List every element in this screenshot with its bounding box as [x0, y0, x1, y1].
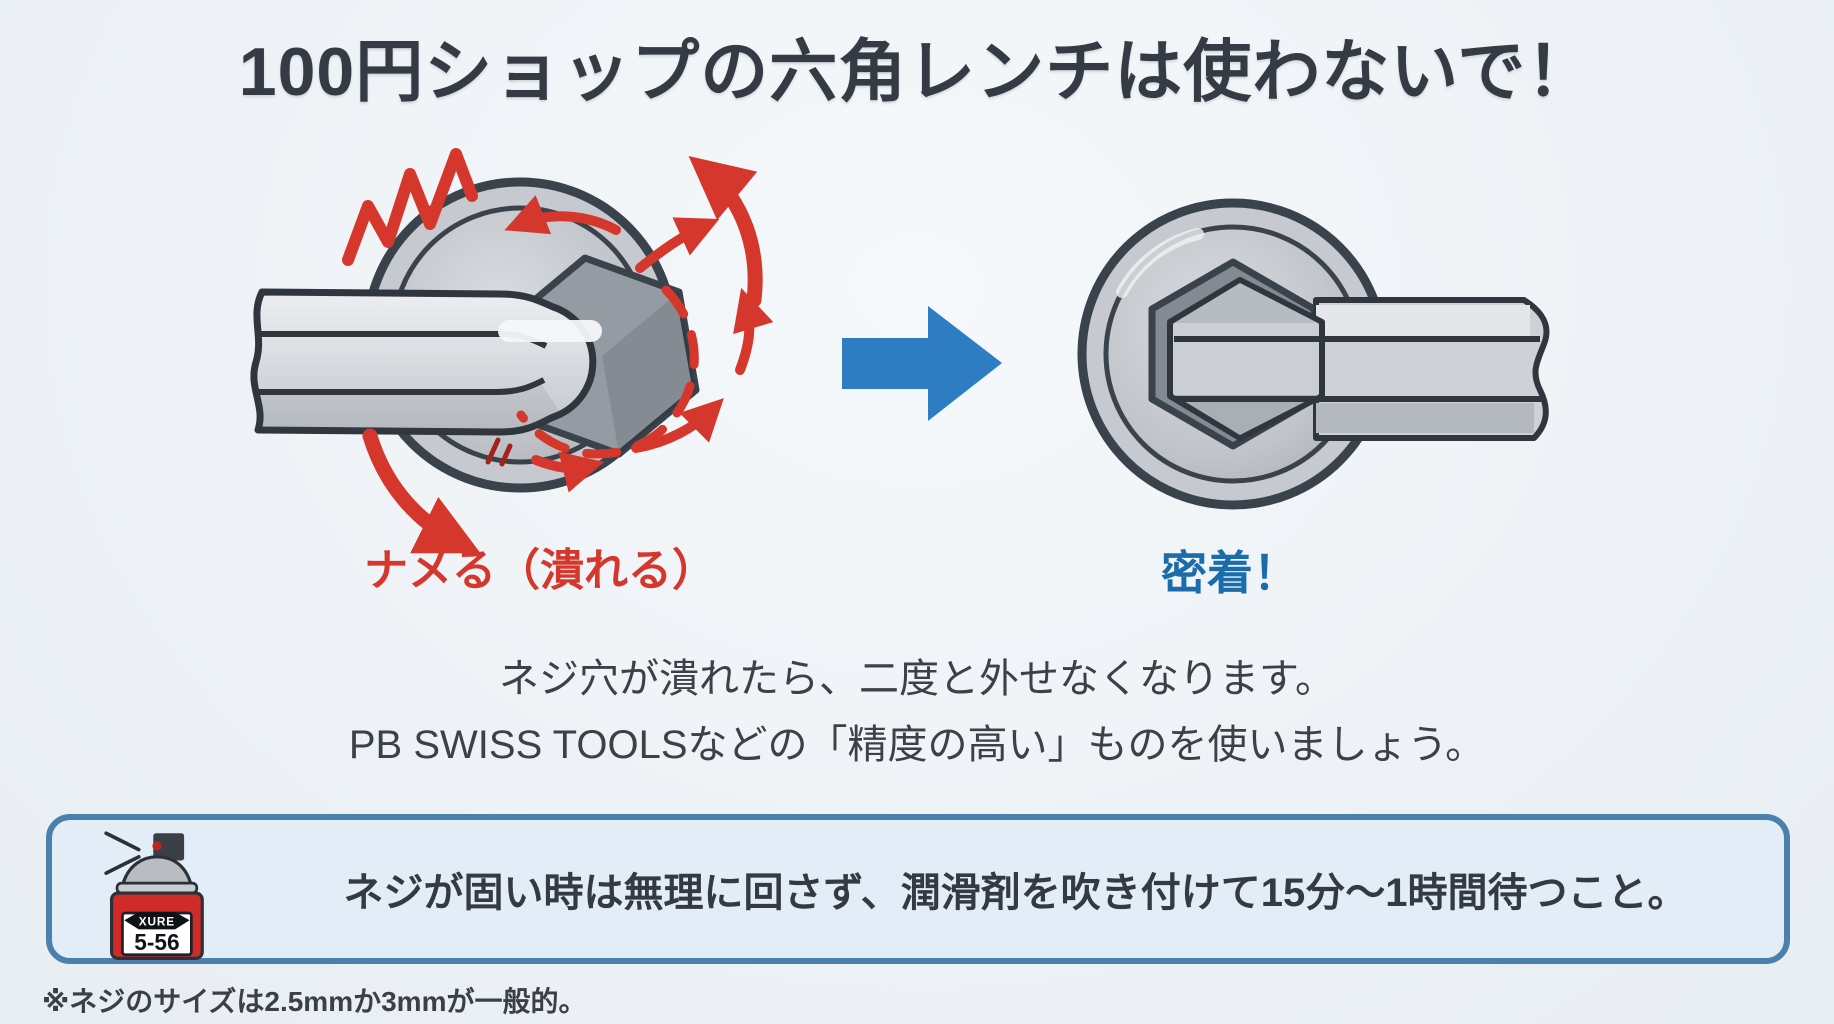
page-title: 100円ショップの六角レンチは使わないで！: [238, 34, 1596, 110]
impact-zigzag-icon: [342, 148, 478, 266]
big-arrow-down-icon: [362, 428, 481, 554]
tip-text: ネジが固い時は無理に回さず、潤滑剤を吹き付けて15分〜1時間待つこと。: [343, 871, 1688, 915]
transform-arrow-icon: [842, 306, 1002, 421]
spray-product-text: 5-56: [134, 929, 179, 955]
allen-wrench-right: [1167, 277, 1550, 441]
allen-wrench-left: [250, 288, 602, 436]
caption-stripped: ナメる（潰れる）: [364, 546, 716, 595]
wrench-highlight: [498, 320, 602, 342]
can-dome: [120, 855, 194, 888]
tip-box: XURE 5-56 ネジが固い時は無理に回さず、潤滑剤を吹き付けて15分〜1時間…: [46, 814, 1790, 964]
lubricant-spray-icon: XURE 5-56: [104, 831, 204, 960]
crack-marks: [485, 437, 513, 467]
caption-snug: 密着！: [1161, 547, 1299, 599]
big-arrow-up-icon: [688, 155, 763, 308]
spray-lines-icon: [104, 831, 141, 875]
spray-nozzle: [153, 833, 185, 861]
screw-highlight: [1116, 228, 1204, 298]
brand-badge: [124, 912, 190, 930]
hex-wrench-diagram: [250, 148, 1550, 554]
footnote: ※ネジのサイズは2.5mmか3mmが一般的。: [42, 986, 587, 1017]
slip-rotation-arrows: [362, 155, 774, 554]
slip-dashed-arc: [516, 285, 699, 459]
body-text-line1: ネジ穴が潰れたら、二度と外せなくなります。: [499, 657, 1335, 701]
body-text-line2: PB SWISS TOOLSなどの「精度の高い」ものを使いましょう。: [348, 723, 1486, 767]
spray-brand-text: XURE: [139, 916, 175, 929]
